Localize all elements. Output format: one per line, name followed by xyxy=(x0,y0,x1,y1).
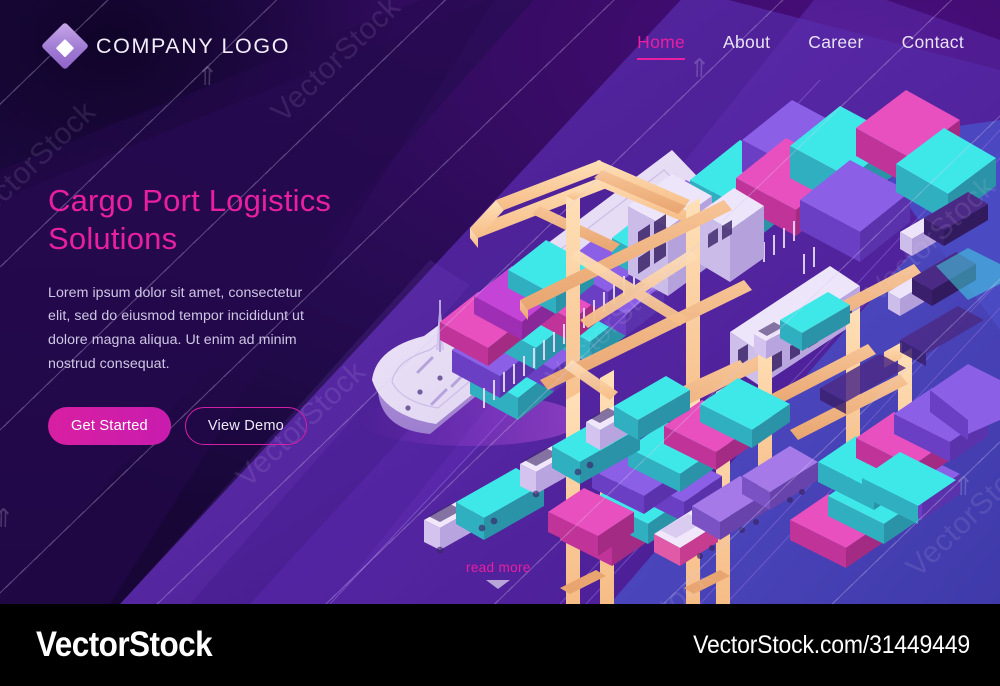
vectorstock-url-text: VectorStock.com/31449449 xyxy=(693,630,970,659)
read-more-block[interactable]: read more xyxy=(466,560,531,589)
nav-item-contact[interactable]: Contact xyxy=(901,32,964,52)
hero-section: COMPANY LOGO Home About Career Contact C… xyxy=(0,0,1000,604)
container-stack-upper-right xyxy=(690,90,996,274)
nav-item-career[interactable]: Career xyxy=(808,32,864,52)
brand-lockup[interactable]: COMPANY LOGO xyxy=(40,21,291,71)
diamond-logo-icon xyxy=(40,21,90,71)
read-more-link[interactable]: read more xyxy=(466,560,531,575)
nav-item-about[interactable]: About xyxy=(723,32,771,52)
container-yard-left xyxy=(548,488,634,556)
freight-train xyxy=(654,446,818,566)
site-header: COMPANY LOGO Home About Career Contact xyxy=(0,0,1000,92)
hero-paragraph: Lorem ipsum dolor sit amet, consectetur … xyxy=(48,284,304,373)
view-demo-button[interactable]: View Demo xyxy=(184,407,307,446)
brand-name: COMPANY LOGO xyxy=(96,33,291,58)
page-title-line-1: Cargo Port Logistics xyxy=(48,183,332,218)
semi-truck-distant xyxy=(900,192,988,256)
semi-truck xyxy=(586,376,690,450)
container-yard-right xyxy=(790,364,1000,568)
page-title-line-2: Solutions xyxy=(48,220,178,256)
chevron-down-icon[interactable] xyxy=(486,580,511,589)
vectorstock-footer: VectorStock VectorStock.com/31449449 xyxy=(0,604,1000,686)
flat-wagons xyxy=(820,306,984,414)
vectorstock-logo-text: VectorStock xyxy=(36,625,213,664)
nav-item-home[interactable]: Home xyxy=(637,32,685,60)
distant-containers xyxy=(936,248,1000,300)
cta-row: Get Started View Demo xyxy=(48,407,378,446)
main-nav: Home About Career Contact xyxy=(637,32,964,60)
semi-truck-distant xyxy=(888,252,976,316)
get-started-button[interactable]: Get Started xyxy=(48,407,171,446)
semi-truck xyxy=(754,292,850,359)
